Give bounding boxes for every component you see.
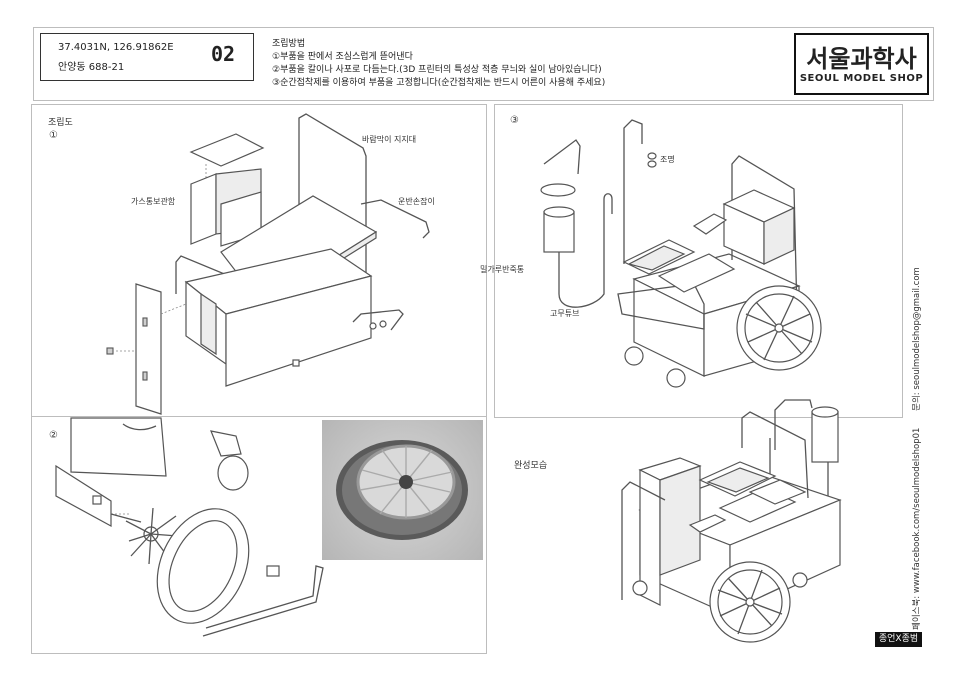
wheel-assembly-drawing [55,417,324,637]
instruction-2: ②부품을 칼이나 사포로 다듬는다.(3D 프린터의 특성상 적층 무늬와 실이… [272,65,602,75]
header-frame [33,27,934,101]
spoke-hub [125,507,179,565]
panel4-title: 완성모습 [514,461,548,471]
vertical-contact-info: 페이스북: www.facebook.com/seoulmodelshop01 … [910,267,922,630]
address-text: 안양동 688-21 [58,62,125,73]
wheel-photo-image [336,440,468,540]
panel1-step: ① [49,130,58,141]
label-gas-storage: 가스통보관함 [131,197,176,206]
panel1-title: 조립도 [48,118,73,128]
completed-cart-drawing [621,399,842,643]
label-flour-container: 밀가루반죽통 [480,265,525,274]
label-wind-guard: 바람막이 지지대 [362,135,417,144]
author-badge: 종언X종범 [875,632,922,647]
accessory-cart-drawing [540,119,822,388]
contact-email-text: 문의: seoulmodelshop@gmail.com [912,267,922,411]
facebook-text: 페이스북: www.facebook.com/seoulmodelshop01 [912,427,922,630]
instruction-3: ③순간접착제를 이용하여 부품을 고정합니다(순간접착제는 반드시 어른이 사용… [272,78,606,88]
label-light: 조명 [660,155,675,164]
brand-english: SEOUL MODEL SHOP [799,73,924,84]
instruction-1: ①부품을 판에서 조심스럽게 뜯어낸다 [272,52,413,62]
location-box [40,33,254,81]
brand-logo: 서울과학사 SEOUL MODEL SHOP [794,33,929,95]
label-rubber-tube: 고무튜브 [550,309,580,318]
panel2-step: ② [49,430,58,441]
panel3-step: ③ [510,115,519,126]
exploded-cart-drawing [106,113,430,415]
label-handle: 운반손잡이 [398,197,435,206]
brand-korean: 서울과학사 [806,45,917,73]
coordinates-text: 37.4031N, 126.91862E [58,42,174,53]
sheet-number: 02 [211,42,236,66]
instructions-title: 조립방법 [272,39,306,49]
wheel-photo [322,420,483,560]
